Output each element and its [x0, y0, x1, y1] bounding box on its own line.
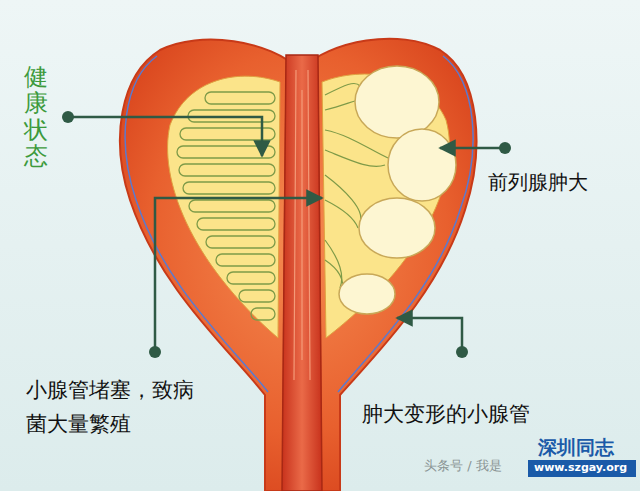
callout-label: 前列腺肿大 — [488, 170, 588, 194]
watermark-banner — [528, 460, 636, 477]
watermark: 深圳同志 — [538, 436, 614, 459]
healthy-lobe — [168, 76, 280, 338]
enlarged-ducts — [339, 66, 456, 314]
urethra-folds — [294, 70, 310, 380]
watermark: www.szgay.org — [534, 461, 627, 474]
leader-dots — [62, 111, 511, 358]
state-label: 健康状态 — [24, 64, 48, 170]
watermark: 头条号 / 我是 — [424, 458, 502, 474]
urethra — [282, 55, 322, 491]
healthy-ducts — [177, 92, 275, 320]
callout-label: 小腺管堵塞，致病菌大量繁殖 — [26, 374, 200, 441]
callout-label: 肿大变形的小腺管 — [362, 402, 530, 427]
leader-lines — [68, 117, 505, 352]
